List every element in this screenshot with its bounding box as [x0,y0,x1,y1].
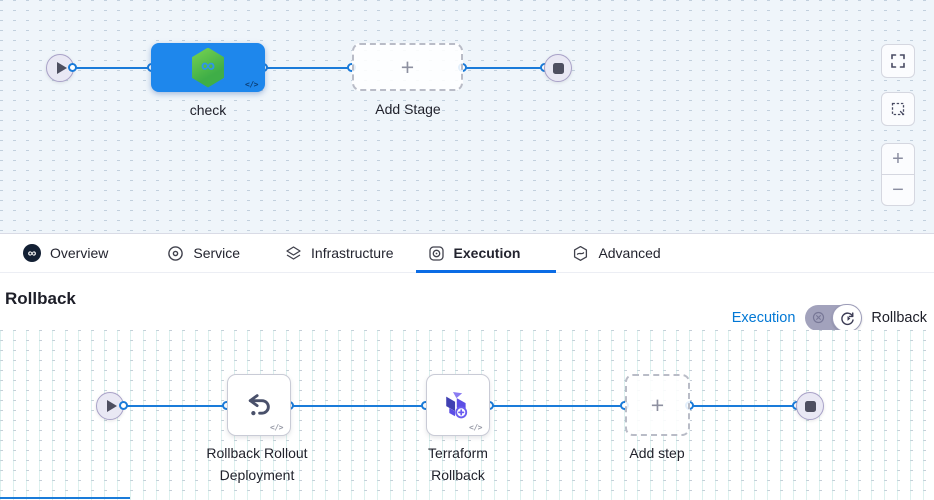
select-region-button[interactable] [881,92,915,126]
rollback-toggle[interactable] [805,304,863,332]
tab-overview[interactable]: ∞ Overview [23,244,108,262]
stop-icon [804,400,816,412]
pipeline-tabbar: ∞ Overview Service Infrastructure Execut… [0,233,934,273]
zoom-out-button[interactable]: − [892,178,904,201]
toggle-knob[interactable] [832,304,863,332]
edge-addstep-to-end [690,405,798,407]
fullscreen-button[interactable] [881,44,915,78]
edge-step2-to-addstep [490,405,626,407]
step-label: Rollback Rollout Deployment [206,445,308,483]
advanced-icon [574,245,588,261]
code-icon[interactable]: </> [245,80,258,89]
fullscreen-icon [891,54,905,68]
add-stage-button[interactable]: + [352,43,463,91]
plus-icon: + [400,53,415,80]
layers-icon [286,245,301,260]
harness-cd-icon: ∞ [192,47,224,88]
add-stage-label: Add Stage [375,101,441,117]
execution-icon [428,245,444,261]
pipeline-end-node[interactable] [544,54,572,82]
step-card-terraform-rollback[interactable]: </> [426,374,490,436]
edge-start-to-stage [73,67,153,69]
play-icon [106,400,117,412]
rollback-end-node[interactable] [796,392,824,420]
connector-dot[interactable] [119,401,128,410]
add-step-label: Add step [629,445,685,461]
step-label: Terraform Rollback [428,445,488,483]
connector-dot[interactable] [68,63,77,72]
tab-infrastructure[interactable]: Infrastructure [285,245,394,262]
rollback-header: Rollback Execution Rollback [0,274,934,332]
rollback-icon [841,311,854,325]
execution-mode-link[interactable]: Execution [731,310,796,326]
stage-card-check[interactable]: ∞ </> [151,43,265,92]
service-icon [168,245,184,261]
harness-logo-icon: ∞ [23,244,41,262]
terraform-icon [445,391,467,418]
execution-rollback-switch-group: Execution Rollback [731,304,927,332]
rollback-canvas[interactable]: </> Rollback Rollout Deployment </> Terr… [0,330,934,500]
zoom-control-group: + − [881,143,915,206]
partial-edge-bottom [0,497,130,499]
execution-off-icon [813,311,825,324]
code-icon[interactable]: </> [469,423,482,432]
play-icon [56,62,67,74]
stage-canvas[interactable]: ∞ </> check + Add Stage + − [0,0,934,233]
plus-icon: + [650,391,665,418]
edge-addstage-to-end [463,67,546,69]
undo-arrow-icon [248,394,270,416]
edge-stage-to-addstage [264,67,353,69]
step-card-rollback-rollout[interactable]: </> [227,374,291,436]
zoom-in-button[interactable]: + [882,144,914,175]
marquee-icon [891,102,905,116]
active-tab-underline [416,270,556,273]
tab-advanced[interactable]: Advanced [572,245,661,262]
edge-start-to-step1 [124,405,228,407]
add-step-button[interactable]: + [625,374,690,436]
code-icon[interactable]: </> [270,423,283,432]
stage-label: check [189,102,227,118]
stop-icon [552,62,564,74]
tab-execution[interactable]: Execution [428,245,520,262]
rollback-mode-label: Rollback [871,310,927,326]
section-title: Rollback [5,289,76,308]
tab-service[interactable]: Service [167,245,240,262]
edge-step1-to-step2 [290,405,427,407]
